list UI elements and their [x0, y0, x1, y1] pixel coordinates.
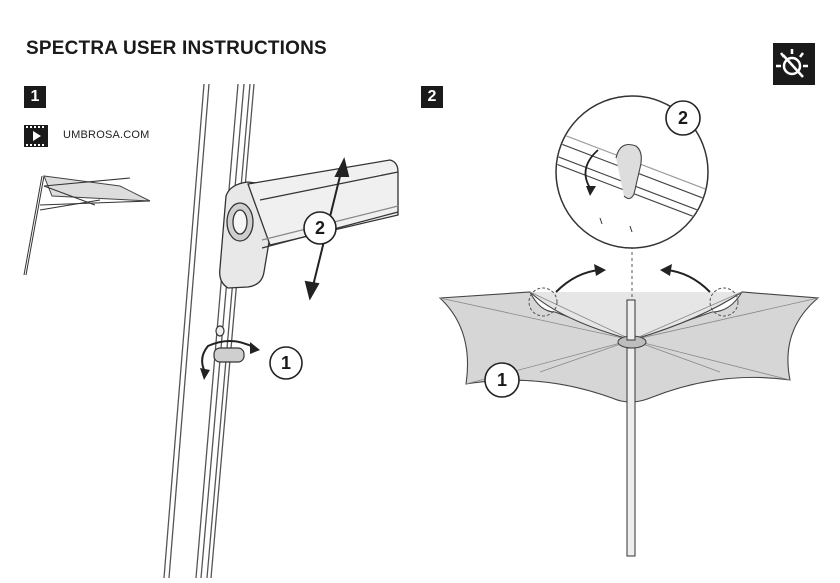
- callout-circle-1: [269, 346, 303, 380]
- step-1-callout-2: 2: [314, 217, 325, 238]
- callout-circle-2b: [665, 100, 701, 136]
- callout-circle-1b: [484, 362, 520, 398]
- tension-knob: [213, 325, 245, 363]
- arm-bracket: [219, 159, 399, 289]
- umbrella-pole-step2: [626, 299, 636, 557]
- umbrella-overview-thumbnail: [23, 175, 151, 276]
- rotate-arrow-icon: [201, 340, 256, 373]
- step-1-callout-1: 1: [280, 352, 291, 373]
- page-title: SPECTRA USER INSTRUCTIONS: [26, 38, 327, 59]
- fold-arrow-right-icon: [665, 269, 711, 293]
- umbrella-canopy: [438, 291, 820, 403]
- step-2-badge: 2: [421, 86, 443, 108]
- rotate-clip-arrow-icon: [584, 149, 599, 189]
- clip-detail-zoom: [555, 95, 709, 249]
- website-link[interactable]: UMBROSA.COM: [63, 129, 150, 141]
- up-down-arrow-icon: [304, 157, 350, 301]
- video-play-icon[interactable]: [24, 125, 48, 147]
- step-2-callout-1: 1: [496, 369, 507, 390]
- settings-sun-icon: [773, 43, 815, 85]
- callout-circle-2: [303, 211, 337, 245]
- detail-highlight-right: [709, 287, 739, 317]
- fold-arrow-left-icon: [555, 269, 601, 293]
- step-2-callout-2: 2: [677, 107, 688, 128]
- step-1-badge: 1: [24, 86, 46, 108]
- detail-highlight-left: [528, 287, 558, 317]
- umbrella-pole: [163, 83, 255, 579]
